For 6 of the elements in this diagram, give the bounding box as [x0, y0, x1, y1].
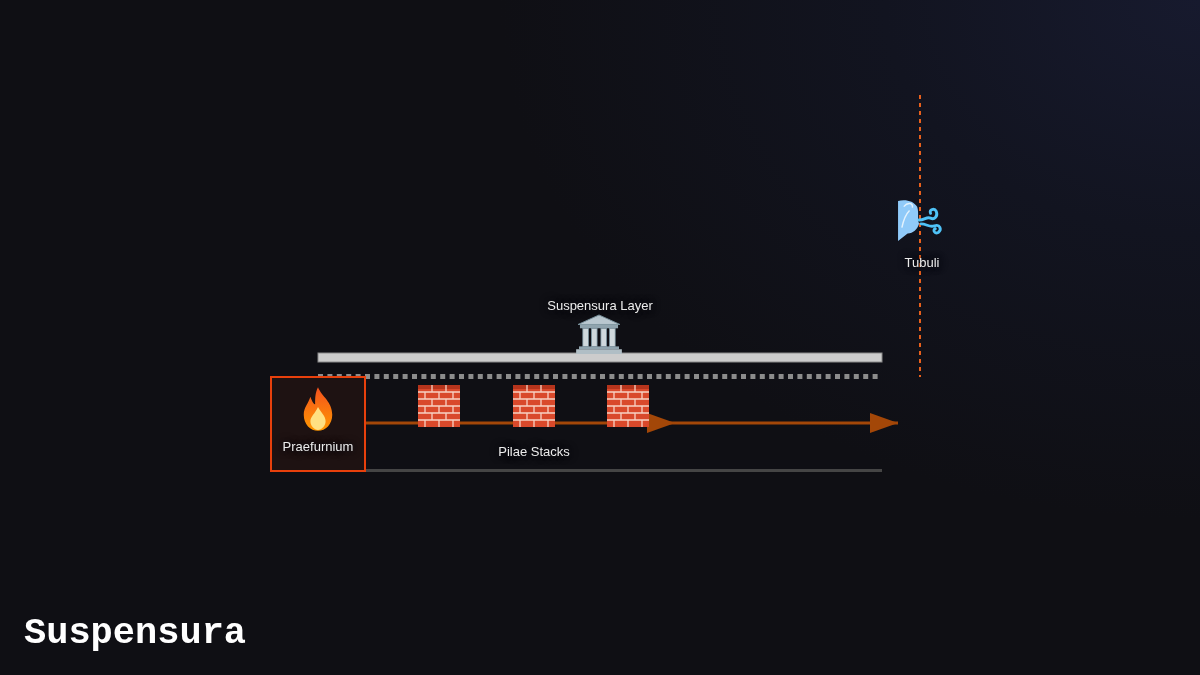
stack-label: Pilae Stacks [498, 444, 570, 460]
node-label: Tubuli [904, 255, 940, 271]
diagram-title: Suspensura [24, 612, 247, 654]
layer-label: Suspensura Layer [547, 298, 653, 314]
node-label: Praefurnium [282, 439, 354, 455]
furnace-box [270, 376, 366, 472]
